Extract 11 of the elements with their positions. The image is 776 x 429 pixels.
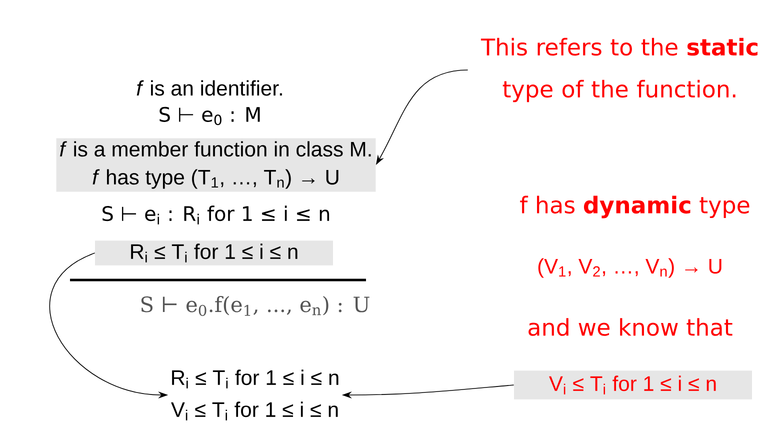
note-text: This refers to the static type of the function. [480,38,758,102]
rule-text: (V$_{1}$, V$_{2}$, …, V$_{n}$) → U [538,258,722,278]
rule-text: f is an identifier. [136,80,282,96]
highlight-box: f is a member function in class M. f has type (T$_{1}$, …, T$_{n}$) → U [56,138,376,192]
rule-text: S ⊢ e$_{i}$ : R$_{i}$ for 1 ≤ i ≤ n [102,206,330,224]
highlight-box: V$_{i}$ ≤ T$_{i}$ for 1 ≤ i ≤ n [514,370,752,400]
highlight-box: R$_{i}$ ≤ T$_{i}$ for 1 ≤ i ≤ n [95,240,333,266]
rule-text: S ⊢ e$_{0}$.f(e$_{1}$, ..., e$_{n}$) : U [141,296,370,316]
conclusion-text: R$_{i}$ ≤ T$_{i}$ for 1 ≤ i ≤ n V$_{i}$ ≤ T$_{i}$ for 1 ≤ i ≤ n [171,370,338,420]
rule-text: and we know that [528,318,732,336]
rule-text: f has dynamic type [520,196,750,218]
